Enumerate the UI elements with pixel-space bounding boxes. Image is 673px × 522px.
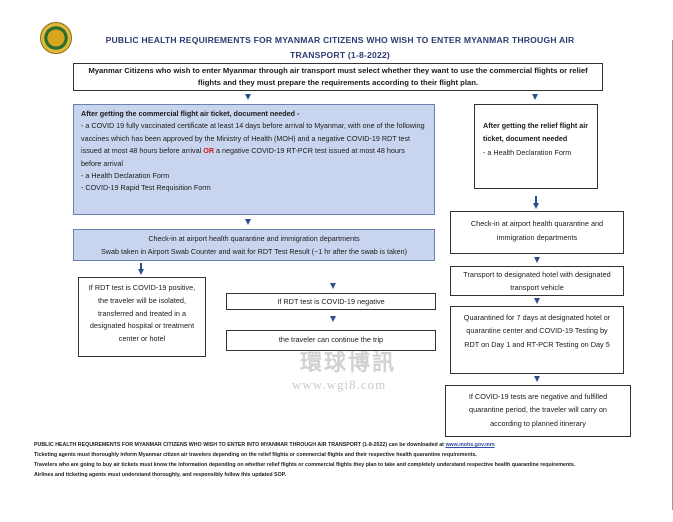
transport-box: Transport to designated hotel with desig… [450, 266, 624, 296]
continue-trip-box: the traveler can continue the trip [226, 330, 436, 351]
relief-checkin-box: Check-in at airport health quarantine an… [450, 211, 624, 254]
list-bullet: - [81, 170, 86, 180]
final-outcome-box: If COVID-19 tests are negative and fulfi… [445, 385, 631, 437]
commercial-item-vaccine: - a COVID 19 fully vaccinated certificat… [81, 121, 425, 168]
list-bullet: - [81, 183, 86, 193]
arrow-down-icon [245, 94, 251, 100]
ministry-seal-logo [40, 22, 72, 54]
mohs-link[interactable]: www.mohs.gov.mm [445, 442, 495, 448]
page-title-line2: TRANSPORT (1-8-2022) [290, 50, 390, 60]
arrow-down-icon [138, 269, 144, 275]
list-bullet: - [483, 147, 488, 157]
connector-line [140, 263, 142, 271]
arrow-down-icon [534, 376, 540, 382]
intro-box: Myanmar Citizens who wish to enter Myanm… [73, 63, 603, 91]
relief-heading: After getting the relief flight air tick… [483, 121, 589, 144]
footer-line-sop: Airlines and ticketing agents must under… [34, 472, 287, 479]
arrow-down-icon [533, 203, 539, 209]
arrow-down-icon [534, 257, 540, 263]
commercial-item-health-form: - a Health Declaration Form [81, 170, 170, 180]
arrow-down-icon [534, 298, 540, 304]
arrow-down-icon [245, 219, 251, 225]
connector-line [535, 196, 537, 204]
page-title-line1: PUBLIC HEALTH REQUIREMENTS FOR MYANMAR C… [105, 35, 575, 45]
arrow-down-icon [532, 94, 538, 100]
watermark: 環球博訊 www.wgi8.com [230, 345, 470, 395]
watermark-text: 環球博訊 [300, 350, 397, 375]
footer-line-download: PUBLIC HEALTH REQUIREMENTS FOR MYANMAR C… [34, 442, 495, 448]
footer-line-agents: Ticketing agents must thoroughly inform … [34, 452, 477, 459]
relief-documents-box: After getting the relief flight air tick… [474, 104, 598, 189]
arrow-down-icon [330, 316, 336, 322]
footer-line-travelers: Travelers who are going to buy air ticke… [34, 462, 576, 469]
commercial-documents-box: After getting the commercial flight air … [73, 104, 435, 215]
footer-notes: PUBLIC HEALTH REQUIREMENTS FOR MYANMAR C… [34, 440, 644, 480]
list-bullet: - [81, 121, 86, 131]
commercial-heading: After getting the commercial flight air … [81, 109, 300, 118]
or-label: OR [203, 146, 215, 156]
commercial-item-rapid-test-form: - COVID-19 Rapid Test Requisition Form [81, 183, 211, 193]
arrow-down-icon [330, 283, 336, 289]
rdt-negative-box: If RDT test is COVID-19 negative [226, 293, 436, 310]
quarantine-box: Quarantined for 7 days at designated hot… [450, 306, 624, 374]
watermark-url: www.wgi8.com [292, 377, 387, 392]
commercial-checkin-box: Check-in at airport health quarantine an… [73, 229, 435, 261]
relief-item-health-form: - a Health Declaration Form [483, 147, 572, 157]
rdt-positive-box: If RDT test is COVID-19 positive, the tr… [78, 277, 206, 357]
